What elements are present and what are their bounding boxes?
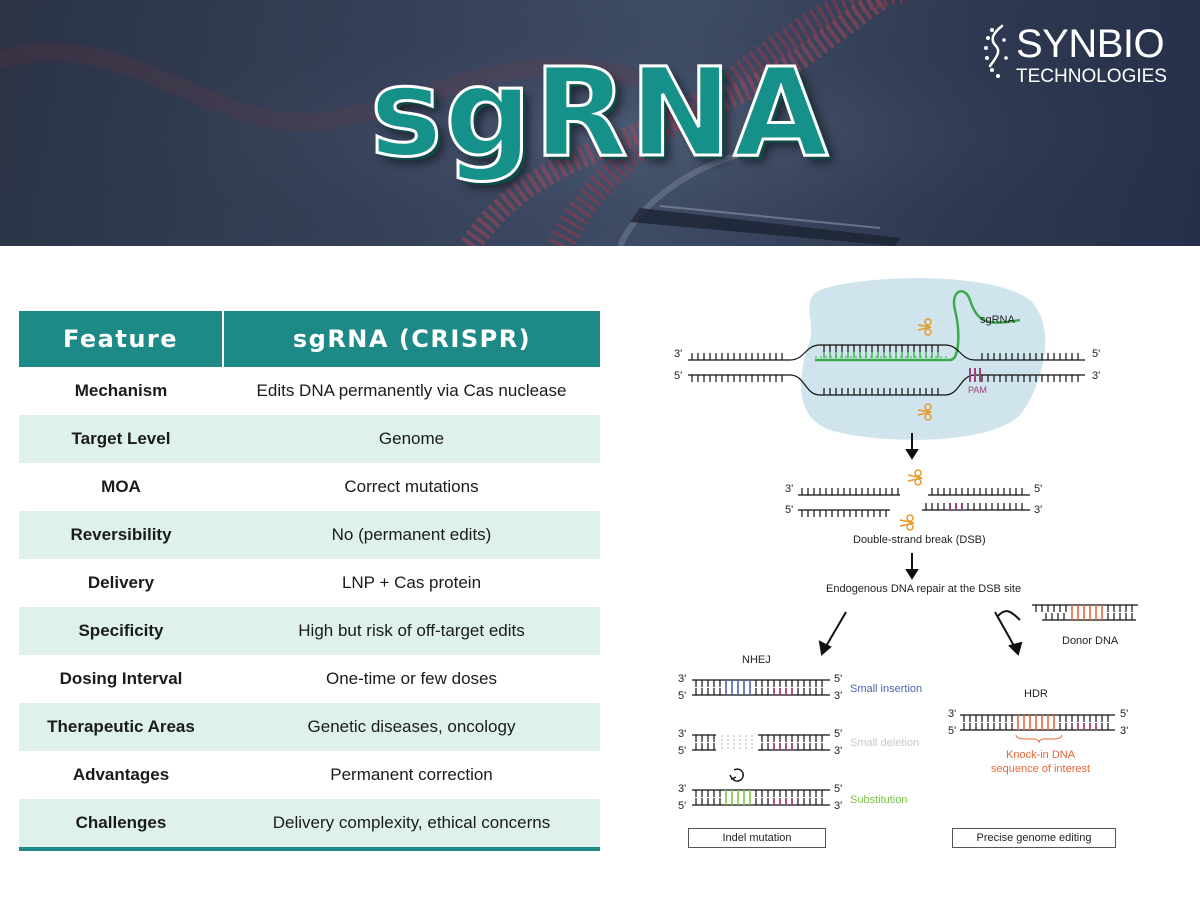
pam-marker xyxy=(969,368,981,382)
feature-cell: Specificity xyxy=(19,607,223,655)
prime-label: 5' xyxy=(785,504,794,516)
value-cell: One-time or few doses xyxy=(223,655,600,703)
sgrna-strand xyxy=(815,290,1021,362)
value-cell: High but risk of off-target edits xyxy=(223,607,600,655)
nhej-label: NHEJ xyxy=(742,654,771,666)
small-deletion-label: Small deletion xyxy=(850,737,920,749)
crispr-diagram-graphic xyxy=(688,278,1138,806)
nhej-substitution-dna xyxy=(692,789,830,806)
prime-label: 5' xyxy=(678,800,687,812)
feature-cell: Challenges xyxy=(19,799,223,847)
prime-label: 5' xyxy=(1092,348,1101,360)
feature-cell: Delivery xyxy=(19,559,223,607)
value-cell: No (permanent edits) xyxy=(223,511,600,559)
feature-cell: Mechanism xyxy=(19,367,223,415)
donor-dna-label: Donor DNA xyxy=(1062,635,1119,647)
value-cell: Correct mutations xyxy=(223,463,600,511)
prime-label: 3' xyxy=(1034,504,1043,516)
table-bottom-rule xyxy=(19,847,600,851)
precise-editing-box: Precise genome editing xyxy=(952,828,1116,848)
prime-label: 5' xyxy=(834,783,843,795)
hdr-label: HDR xyxy=(1024,688,1048,700)
prime-label: 3' xyxy=(674,348,683,360)
knockin-label-2: sequence of interest xyxy=(991,763,1091,775)
prime-label: 5' xyxy=(834,728,843,740)
prime-label: 5' xyxy=(678,745,687,757)
logo-name: SYNBIO xyxy=(1016,22,1165,66)
prime-label: 3' xyxy=(948,708,957,720)
dna-background-graphic xyxy=(0,0,1200,246)
value-cell: Edits DNA permanently via Cas nuclease xyxy=(223,367,600,415)
header-feature: Feature xyxy=(19,311,224,367)
prime-label: 3' xyxy=(1092,370,1101,382)
table-header-row: Feature sgRNA (CRISPR) xyxy=(19,311,600,367)
synbio-logo[interactable]: SYNBIO TECHNOLOGIES xyxy=(982,22,1182,92)
value-cell: Genetic diseases, oncology xyxy=(223,703,600,751)
dna-logo-icon xyxy=(984,24,1008,78)
value-cell: Delivery complexity, ethical concerns xyxy=(223,799,600,847)
scissors-icon xyxy=(917,318,932,421)
prime-label: 3' xyxy=(678,728,687,740)
substitution-label: Substitution xyxy=(850,794,908,806)
value-cell: LNP + Cas protein xyxy=(223,559,600,607)
hero-banner: sgRNA SYNBIO TECHNOLOGIES xyxy=(0,0,1200,246)
value-cell: Genome xyxy=(223,415,600,463)
scissors-icon xyxy=(899,469,923,531)
feature-cell: Target Level xyxy=(19,415,223,463)
logo-subtitle: TECHNOLOGIES xyxy=(1016,66,1167,87)
prime-label: 3' xyxy=(834,800,843,812)
hdr-dna xyxy=(960,714,1115,731)
nhej-insertion-dna xyxy=(692,679,830,696)
small-insertion-label: Small insertion xyxy=(850,683,923,695)
prime-label: 3' xyxy=(678,783,687,795)
prime-label: 5' xyxy=(1120,708,1129,720)
prime-label: 5' xyxy=(834,673,843,685)
dsb-label: Double-strand break (DSB) xyxy=(853,534,986,546)
crispr-diagram: sgRNA PAM 3' 5' 5' 3' 3' 5' 5' 3' Double… xyxy=(660,270,1180,870)
feature-cell: Reversibility xyxy=(19,511,223,559)
pam-label: PAM xyxy=(968,385,987,395)
header-sgrna: sgRNA (CRISPR) xyxy=(223,311,600,367)
prime-label: 3' xyxy=(1120,725,1129,737)
top-dna xyxy=(688,344,1085,396)
nhej-deletion-dna xyxy=(692,734,830,751)
value-cell: Permanent correction xyxy=(223,751,600,799)
refresh-icon xyxy=(729,768,744,782)
knockin-label: Knock-in DNA xyxy=(1006,749,1076,761)
feature-cell: MOA xyxy=(19,463,223,511)
prime-label: 5' xyxy=(674,370,683,382)
indel-mutation-box: Indel mutation xyxy=(688,828,826,848)
prime-label: 3' xyxy=(785,483,794,495)
prime-label: 3' xyxy=(834,690,843,702)
prime-label: 3' xyxy=(678,673,687,685)
page-title: sgRNA xyxy=(368,41,831,186)
sgrna-label: sgRNA xyxy=(980,314,1015,326)
prime-label: 5' xyxy=(678,690,687,702)
repair-label: Endogenous DNA repair at the DSB site xyxy=(826,583,1022,595)
feature-cell: Therapeutic Areas xyxy=(19,703,223,751)
feature-cell: Dosing Interval xyxy=(19,655,223,703)
prime-label: 5' xyxy=(948,725,957,737)
prime-label: 5' xyxy=(1034,483,1043,495)
prime-label: 3' xyxy=(834,745,843,757)
feature-cell: Advantages xyxy=(19,751,223,799)
